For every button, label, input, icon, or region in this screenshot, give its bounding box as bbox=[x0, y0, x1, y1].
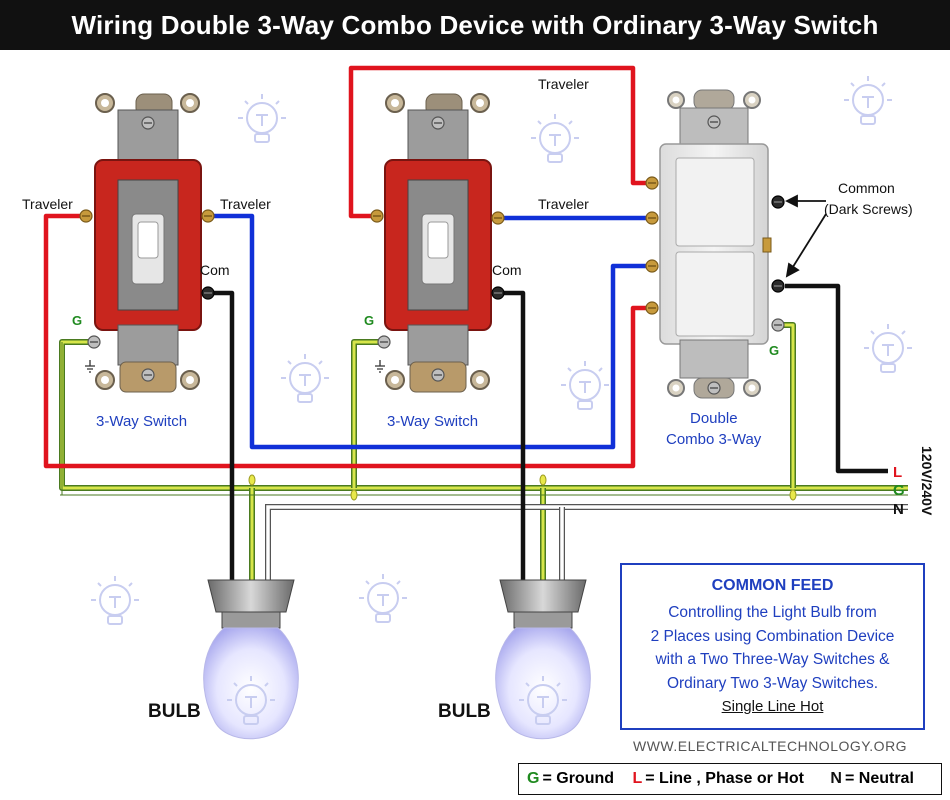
three-way-switch-1 bbox=[79, 93, 215, 393]
feed-description: Controlling the Light Bulb from 2 Places… bbox=[622, 601, 923, 695]
bulb-1-label: BULB bbox=[148, 701, 201, 722]
neutral-wires bbox=[265, 504, 908, 582]
feed-line: 2 Places using Combination Device bbox=[650, 627, 895, 645]
combo-name-line2: Combo 3-Way bbox=[666, 431, 762, 448]
sw1-traveler-left-label: Traveler bbox=[22, 196, 73, 212]
sw2-name-label: 3-Way Switch bbox=[387, 413, 478, 430]
sw1-name-label: 3-Way Switch bbox=[96, 413, 187, 430]
bulb-2 bbox=[495, 579, 591, 740]
sw2-com-label: Com bbox=[492, 262, 522, 278]
legend-l-letter: L bbox=[632, 770, 643, 787]
supply-ground-label: G bbox=[893, 482, 905, 499]
combo-ground-label: G bbox=[769, 343, 779, 358]
legend-g-text: = Ground bbox=[542, 770, 615, 787]
junction-dots bbox=[248, 474, 797, 501]
feed-line: with a Two Three-Way Switches & bbox=[655, 651, 890, 668]
feed-footer: Single Line Hot bbox=[721, 698, 824, 715]
supply-line-label: L bbox=[893, 464, 902, 481]
ground-symbols bbox=[85, 360, 385, 373]
red-wires bbox=[43, 65, 652, 469]
feed-line: Ordinary Two 3-Way Switches. bbox=[666, 674, 879, 692]
feed-line: Controlling the Light Bulb from bbox=[668, 604, 877, 621]
page-title: Wiring Double 3-Way Combo Device with Or… bbox=[0, 0, 950, 50]
legend-n-letter: N bbox=[830, 770, 842, 787]
feed-title: COMMON FEED bbox=[711, 577, 834, 594]
combo-name-line1: Double bbox=[690, 410, 738, 427]
sw1-traveler-right-label: Traveler bbox=[220, 196, 271, 212]
background-bulb-icons bbox=[90, 75, 913, 625]
sw1-com-label: Com bbox=[200, 262, 230, 278]
bulb-2-label: BULB bbox=[438, 701, 491, 722]
ground-wires bbox=[59, 322, 908, 580]
supply-voltage-label: 120V/240V bbox=[919, 446, 935, 516]
black-wires bbox=[208, 283, 888, 582]
double-combo-3way-device bbox=[645, 89, 785, 399]
blue-wires bbox=[208, 213, 652, 450]
bulb-1 bbox=[203, 579, 299, 740]
legend-g-letter: G bbox=[527, 770, 540, 787]
legend-box: G= Ground L= Line , Phase or Hot N= Neut… bbox=[518, 763, 942, 795]
three-way-switch-2 bbox=[370, 93, 505, 393]
website-url: WWW.ELECTRICALTECHNOLOGY.ORG bbox=[633, 738, 908, 754]
sw1-ground-label: G bbox=[72, 313, 82, 328]
sw2-traveler-right-label: Traveler bbox=[538, 196, 589, 212]
combo-common-label: Common bbox=[838, 180, 895, 196]
supply-neutral-label: N bbox=[893, 501, 904, 518]
common-arrows bbox=[784, 194, 827, 278]
common-feed-box: COMMON FEED Controlling the Light Bulb f… bbox=[620, 563, 925, 730]
sw2-traveler-top-label: Traveler bbox=[538, 76, 589, 92]
combo-common-sublabel: (Dark Screws) bbox=[824, 201, 913, 217]
sw2-ground-label: G bbox=[364, 313, 374, 328]
legend-l-text: = Line , Phase or Hot bbox=[645, 770, 804, 787]
legend-n-text: = Neutral bbox=[844, 770, 914, 787]
